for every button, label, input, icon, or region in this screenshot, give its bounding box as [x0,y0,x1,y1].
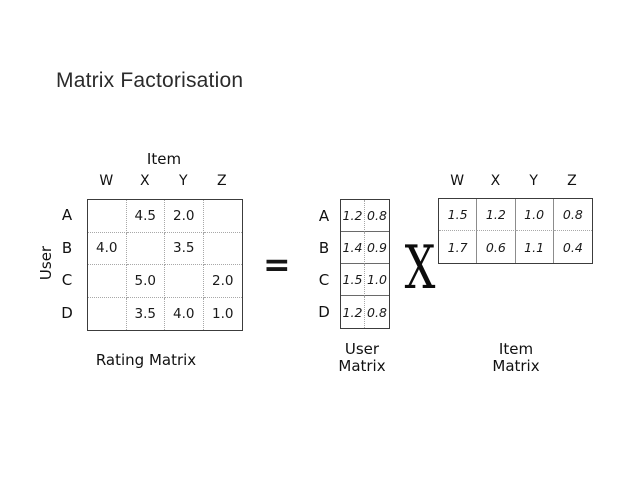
user-matrix-row-headers: A B C D [315,200,333,328]
column-header: Z [216,173,227,189]
column-header: Y [529,173,538,189]
row-header: C [318,271,330,289]
column-header: X [490,173,501,189]
row-header: C [61,271,73,290]
column-header: W [99,173,114,189]
matrix-cell [165,265,204,298]
matrix-cell: 1.7 [439,231,478,263]
matrix-cell: 4.5 [126,200,165,233]
rating-matrix-axis-item: Item [146,150,182,168]
matrix-cell: 1.0 [515,199,554,231]
matrix-cell: 4.0 [88,232,127,265]
column-header: X [139,173,150,189]
rating-matrix-caption: Rating Matrix [95,351,197,369]
user-matrix-caption-line1: User [344,340,380,358]
matrix-cell: 1.0 [365,264,389,296]
item-matrix-caption-line1: Item [498,340,534,358]
row-header: A [61,206,73,225]
row-header: A [318,207,330,225]
matrix-cell [88,297,127,330]
row-header: B [318,239,330,257]
matrix-cell [203,200,242,233]
matrix-cell: 5.0 [126,265,165,298]
column-header: Z [567,173,577,189]
matrix-cell: 3.5 [127,297,165,330]
matrix-cell: 0.8 [553,199,592,231]
column-header: Y [178,173,188,189]
row-header: D [318,303,330,321]
multiply-sign: X [404,233,436,303]
item-matrix-grid: 1.5 1.2 1.0 0.8 1.7 0.6 1.1 0.4 [438,198,593,264]
page-title: Matrix Factorisation [56,69,244,92]
item-matrix-caption: Item Matrix [474,341,558,375]
matrix-cell: 0.9 [365,232,389,264]
matrix-cell: 2.0 [165,200,204,233]
matrix-cell: 0.8 [367,304,387,320]
row-header: B [61,238,73,257]
user-matrix-grid: 1.2 0.8 1.4 0.9 1.5 1.0 1.2 0.8 [340,199,390,329]
rating-matrix-column-headers: W X Y Z [87,173,241,189]
matrix-cell: 1.5 [341,264,365,296]
matrix-cell: 1.1 [516,231,554,263]
matrix-cell: 0.4 [562,239,583,255]
rating-matrix-axis-user: User [37,245,55,281]
item-matrix-caption-line2: Matrix [492,357,540,375]
matrix-cell: 2.0 [203,265,242,298]
matrix-cell [88,200,127,233]
matrix-cell: 1.0 [212,305,234,322]
matrix-cell: 1.2 [341,296,365,328]
user-matrix-caption: User Matrix [320,341,404,375]
matrix-cell: 0.6 [477,231,516,263]
matrix-cell: 1.4 [341,232,365,264]
rating-matrix-grid: 4.5 2.0 4.0 3.5 5.0 2.0 3.5 4.0 1.0 [87,199,243,331]
matrix-cell: 4.0 [165,297,204,330]
column-header: W [450,173,465,189]
matrix-cell [203,233,242,265]
matrix-cell: 3.5 [165,232,204,265]
item-matrix-column-headers: W X Y Z [438,173,591,189]
equals-sign: = [263,245,291,284]
matrix-cell [88,265,127,298]
matrix-cell: 1.2 [477,199,516,231]
matrix-cell: 1.2 [341,200,365,232]
matrix-cell: 1.5 [439,199,478,231]
matrix-cell: 0.8 [365,200,389,232]
user-matrix-caption-line2: Matrix [338,357,386,375]
rating-matrix-row-headers: A B C D [55,199,79,329]
row-header: D [61,303,73,322]
matrix-cell [126,232,165,265]
